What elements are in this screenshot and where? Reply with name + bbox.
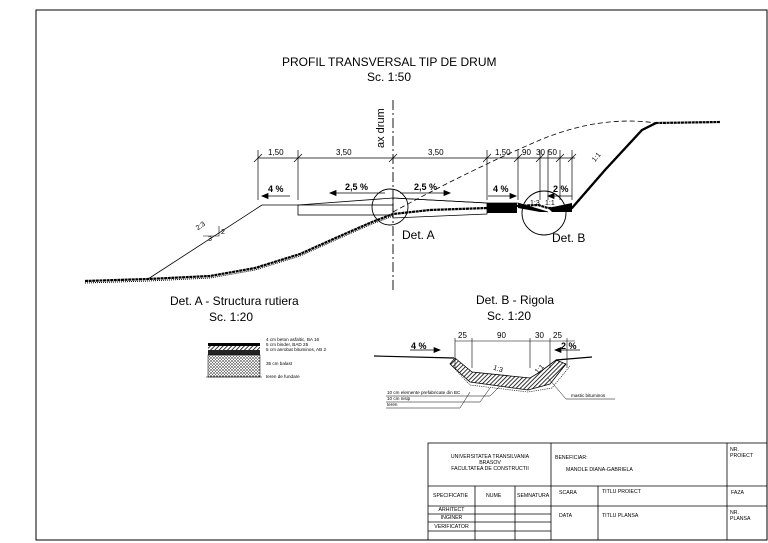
original-terrain-dashed: [392, 120, 657, 213]
gutter-note: 10 cm elemente prefabricate din BC: [387, 390, 461, 395]
dim-label: 30: [536, 148, 545, 157]
detail-a-structure: [206, 343, 262, 378]
gutter-note: 10 cm nisip: [387, 396, 411, 401]
nr-proiect-label: PROIECT: [730, 453, 754, 459]
dim-label: 1,50: [268, 148, 284, 157]
header-semnatura: SEMNATURA: [517, 493, 550, 499]
role-label: INGINER: [440, 515, 463, 521]
dimension-chain: [253, 150, 577, 200]
layer-label: teren de fundare: [266, 374, 300, 379]
titlu-proiect-label: TITLU PROIECT: [602, 489, 641, 495]
ground-line: [84, 120, 721, 283]
scara-label: SCARA: [559, 490, 577, 496]
axis-label: ax drum: [375, 108, 387, 148]
role-label: ARHITECT: [438, 507, 465, 513]
detail-b-drawing: [373, 338, 615, 409]
sheet-border: [35, 9, 768, 541]
header-specificatie: SPECIFICATIE: [433, 493, 469, 499]
dim-label: 90: [522, 148, 531, 157]
slope-ratio: 1:3: [530, 200, 540, 207]
university-line: FACULTATEA DE CONSTRUCTII: [451, 466, 529, 472]
nr-plansa-label: NR.: [730, 510, 739, 516]
detail-a-circle: [371, 188, 409, 226]
slope-label: 4 %: [411, 341, 427, 351]
slope-label: 4 %: [268, 184, 284, 194]
gutter-note: teren: [387, 402, 398, 407]
layer-label: 5 cm anrobat bituminos, AB 2: [266, 347, 327, 352]
detail-a-marker: Det. A: [402, 228, 435, 242]
slope-label: 2 %: [553, 184, 569, 194]
detail-b-marker: Det. B: [552, 231, 586, 245]
dim-label: 3,50: [336, 148, 352, 157]
dim-label: 1,50: [495, 148, 511, 157]
dim-label: 30: [535, 331, 544, 340]
role-label: VERIFICATOR: [434, 524, 469, 530]
header-nume: NUME: [486, 493, 502, 499]
beneficiar-label: BENEFICIAR:: [555, 455, 588, 461]
university-line: BRASOV: [479, 460, 501, 466]
data-label: DATA: [559, 513, 573, 519]
faza-label: FAZA: [731, 490, 744, 496]
layer-label: 5 cm binder, BAD 25: [266, 342, 309, 347]
slope-ratio: 3: [208, 236, 212, 243]
gutter-note: mastic bituminos: [571, 393, 606, 398]
detail-b-circle: [521, 190, 567, 236]
dim-label: 90: [497, 331, 506, 340]
slope-label: 4 %: [493, 184, 509, 194]
detail-b-scale: Sc. 1:20: [487, 309, 532, 323]
university-line: UNIVERSITATEA TRANSILVANIA: [450, 454, 530, 460]
layer-label: 4 cm beton asfaltic, BA 16: [266, 337, 320, 342]
beneficiar-name: MANOLE DIANA-GABRIELA: [566, 467, 633, 473]
detail-a-scale: Sc. 1:20: [209, 310, 254, 324]
layer-label: 35 cm balast: [266, 361, 293, 366]
drawing-scale: Sc. 1:50: [367, 70, 412, 84]
slope-label: 2,5 %: [414, 182, 438, 192]
slope-label: 2,5 %: [345, 182, 369, 192]
detail-b-title: Det. B - Rigola: [476, 293, 555, 307]
nr-proiect-label: NR.: [730, 447, 739, 453]
nr-plansa-label: PLANSA: [730, 516, 751, 522]
drawing-title: PROFIL TRANSVERSAL TIP DE DRUM: [282, 55, 497, 69]
main-cross-section: [84, 100, 721, 290]
dim-label: 25: [458, 331, 467, 340]
slope-ratio: 1:1: [545, 200, 555, 207]
slope-label: 2 %: [561, 341, 577, 351]
dim-label: 50: [548, 148, 557, 157]
title-block: [427, 442, 768, 541]
dim-label: 3,50: [428, 148, 444, 157]
detail-a-title: Det. A - Structura rutiera: [170, 294, 299, 308]
titlu-plansa-label: TITLU PLANSA: [602, 513, 639, 519]
dim-label: 25: [553, 331, 562, 340]
slope-ratio: 2: [221, 229, 225, 236]
